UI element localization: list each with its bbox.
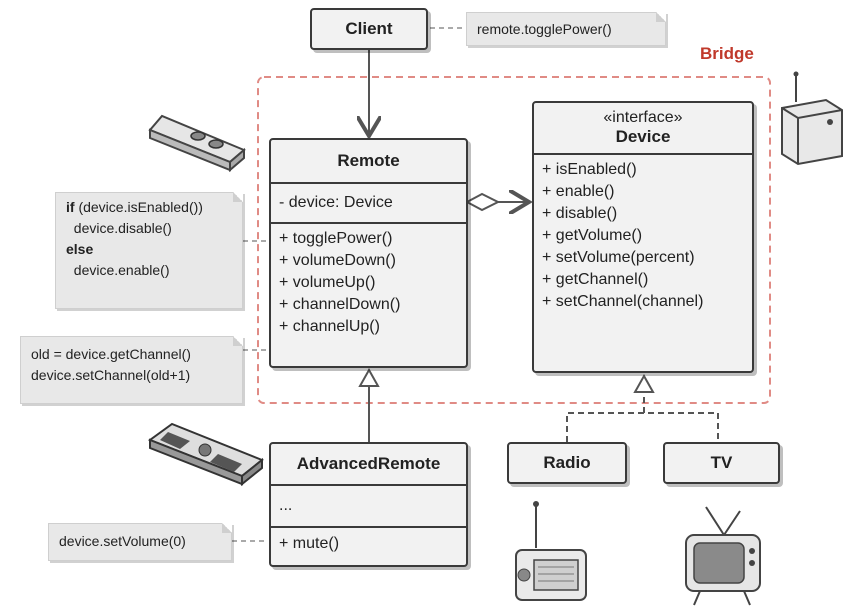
device-header: «interface» Device [534,103,752,153]
device-method: + setChannel(channel) [542,293,704,310]
radio-icon [515,501,587,601]
remote-method: + volumeUp() [279,274,376,291]
client-title: Client [345,19,393,38]
remote-method: + channelDown() [279,296,401,313]
advanced-remote-icon [147,422,264,487]
device-methods: + isEnabled() + enable() + disable() + g… [534,153,752,317]
note-keyword: if [66,199,75,215]
device-method: + setVolume(percent) [542,249,695,266]
note-line: if (device.isEnabled()) [66,197,232,218]
device-method: + enable() [542,183,615,200]
device-method: + isEnabled() [542,161,637,178]
aggregation-diamond [464,192,501,212]
remote-title: Remote [337,151,400,170]
advanced-remote-methods: + mute() [271,526,466,560]
remote-methods: + togglePower() + volumeDown() + volumeU… [271,222,466,342]
note-line: device.enable() [66,262,170,278]
device-interface: «interface» Device + isEnabled() + enabl… [532,101,754,373]
note-text: device.setVolume(0) [59,533,186,549]
remote-method: + togglePower() [279,230,393,247]
channel-up-note: old = device.getChannel() device.setChan… [20,336,243,404]
advanced-remote-title: AdvancedRemote [296,454,441,473]
note-line: old = device.getChannel() [31,346,191,362]
bridge-region [257,76,771,404]
toggle-power-note: if (device.isEnabled()) device.disable()… [55,192,243,309]
inheritance-triangle [358,367,380,387]
tv-title: TV [710,453,733,472]
device-method: + disable() [542,205,618,222]
remote-method: + channelUp() [279,318,380,335]
device-method: + getChannel() [542,271,649,288]
remote-class: Remote - device: Device + togglePower() … [269,138,468,368]
note-keyword: else [66,241,94,257]
client-class: Client [310,8,428,50]
realization-lines [566,392,719,442]
advanced-remote-fields: ... [271,484,466,526]
device-method: + getVolume() [542,227,643,244]
tv-class: TV [663,442,780,484]
note-line: device.setChannel(old+1) [31,367,191,383]
mute-note: device.setVolume(0) [48,523,232,561]
radio-title: Radio [543,453,591,472]
bridge-label: Bridge [700,44,754,63]
radio-class: Radio [507,442,627,484]
remote-method: + volumeDown() [279,252,396,269]
advanced-remote-field: ... [279,497,293,514]
radio-device-icon [781,71,843,166]
note-text: (device.isEnabled()) [74,199,203,215]
device-title: Device [615,127,671,146]
device-stereotype: «interface» [603,109,683,126]
client-note: remote.togglePower() [466,12,666,46]
remote-icon [148,114,246,173]
advanced-remote-method: + mute() [279,535,340,552]
advanced-remote-class: AdvancedRemote ... + mute() [269,442,468,567]
remote-fields: - device: Device [271,182,466,222]
tv-icon [685,506,761,606]
client-note-text: remote.togglePower() [477,21,612,37]
note-line: device.disable() [66,220,172,236]
remote-field: - device: Device [279,194,393,211]
realization-triangle [633,373,655,393]
